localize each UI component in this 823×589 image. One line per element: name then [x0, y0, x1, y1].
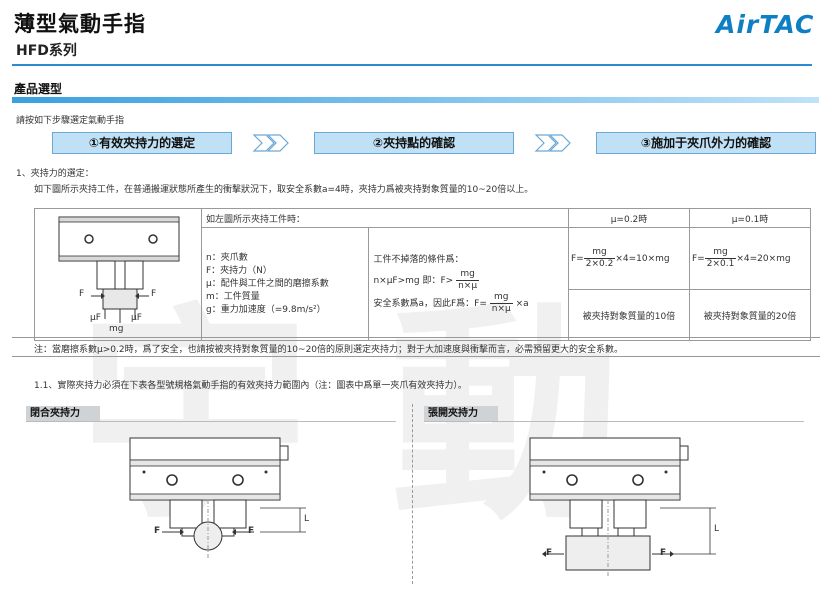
table-header-mu1: μ=0.2時 — [568, 208, 690, 228]
result-mu2: 被夾持對象質量的20倍 — [689, 289, 811, 341]
condition-line3-text: 安全系數爲a，因此F爲：F= — [373, 299, 487, 309]
closing-gripper-diagram — [129, 437, 306, 558]
item11-text: 1.1、實際夾持力必須在下表各型號規格氣動手指的有效夾持力範圍內（注：圖表中爲單… — [34, 381, 467, 391]
section-title: 產品選型 — [14, 82, 63, 96]
condition-line3: 安全系數爲a，因此F爲：F= mg n×μ ×a — [373, 292, 564, 315]
item1-desc: 如下圖所示夾持工件，在普通搬運狀態所產生的衝擊狀況下，取安全系數a=4時，夾持力… — [34, 185, 534, 195]
step-3-box: ③施加于夾爪外力的確認 — [596, 132, 816, 154]
table-header-mu2: μ=0.1時 — [689, 208, 811, 228]
formula2-prefix: F= — [692, 254, 705, 264]
opening-length-label: L — [714, 524, 720, 534]
closing-length-label: L — [304, 514, 310, 524]
force-label-left: F — [79, 289, 85, 299]
formula2-suffix: ×4=20×mg — [736, 254, 791, 264]
column-divider — [412, 404, 413, 584]
gripper-diagram — [58, 216, 180, 323]
legend-n: n：夾爪數 — [206, 252, 248, 263]
condition-fraction: mg n×μ — [456, 269, 480, 292]
airtac-logo: AirTAC — [716, 10, 815, 39]
force-label-right: F — [151, 289, 157, 299]
friction-label-right: μF — [131, 313, 142, 323]
note-divider — [12, 337, 820, 338]
formula1-suffix: ×4=10×mg — [615, 254, 670, 264]
condition-line3-suffix: ×a — [515, 299, 529, 309]
legend-cell: n：夾爪數 F：夾持力（N） μ：配件與工件之間的磨擦系數 m：工件質量 g：重… — [200, 227, 370, 341]
opening-force-label-left: F — [546, 548, 553, 558]
opening-gripper-diagram — [529, 437, 716, 576]
series-label: HFD系列 — [16, 43, 77, 59]
item1-heading: 1、夾持力的選定： — [16, 169, 94, 179]
condition-fraction-num: mg — [456, 269, 480, 281]
formula1-prefix: F= — [571, 254, 584, 264]
formula2-num: mg — [704, 247, 737, 259]
gripper-diagram-cell: F F μF μF mg — [34, 208, 202, 341]
note-text: 注：當磨擦系數μ>0.2時，爲了安全，也請按被夾持對象質量的10~20倍的原則選… — [34, 345, 624, 355]
chevron-right-icon — [252, 134, 289, 152]
section-intro: 請按如下步驟選定氣動手指 — [16, 116, 125, 126]
page-title: 薄型氣動手指 — [14, 12, 146, 36]
condition-line2: n×μF>mg 即：F> mg n×μ — [373, 269, 564, 292]
condition3-fraction: mg n×μ — [489, 292, 513, 315]
legend-g: g：重力加速度（=9.8m/s²） — [206, 304, 326, 315]
closing-force-label-left: F — [154, 526, 161, 536]
condition3-fraction-num: mg — [489, 292, 513, 304]
selection-table: F F μF μF mg 如左圖所示夾持工件時： μ=0.2時 μ=0.1時 n… — [34, 208, 811, 341]
opening-tag-underline — [424, 421, 804, 422]
condition-cell: 工件不掉落的條件爲： n×μF>mg 即：F> mg n×μ 安全系數爲a，因此… — [368, 227, 569, 341]
weight-label: mg — [109, 324, 124, 334]
table-header-left: 如左圖所示夾持工件時： — [201, 208, 569, 228]
chevron-right-icon — [534, 134, 571, 152]
opening-force-tag: 張開夾持力 — [424, 406, 498, 421]
step-2-box: ②夾持點的確認 — [314, 132, 514, 154]
formula2-den: 2×0.1 — [706, 259, 735, 269]
header-divider — [12, 64, 812, 66]
result-mu1: 被夾持對象質量的10倍 — [568, 289, 690, 341]
closing-force-label-right: F — [248, 526, 255, 536]
legend-f: F：夾持力（N） — [206, 265, 272, 276]
formula1-num: mg — [583, 247, 616, 259]
step-1-box: ①有效夾持力的選定 — [52, 132, 232, 154]
closing-force-tag: 閉合夾持力 — [26, 406, 100, 421]
condition-line1: 工件不掉落的條件爲： — [373, 255, 464, 265]
friction-label-left: μF — [90, 313, 101, 323]
legend-mu: μ：配件與工件之間的磨擦系數 — [206, 278, 329, 289]
formula1-den: 2×0.2 — [585, 259, 614, 269]
condition-line2-text: n×μF>mg 即：F> — [373, 276, 454, 286]
condition3-fraction-den: n×μ — [491, 304, 511, 314]
legend-m: m：工件質量 — [206, 291, 260, 302]
note-divider-bottom — [12, 356, 820, 357]
condition-fraction-den: n×μ — [458, 281, 478, 291]
section-bar — [12, 97, 819, 103]
opening-force-label-right: F — [660, 548, 667, 558]
closing-tag-underline — [26, 421, 396, 422]
